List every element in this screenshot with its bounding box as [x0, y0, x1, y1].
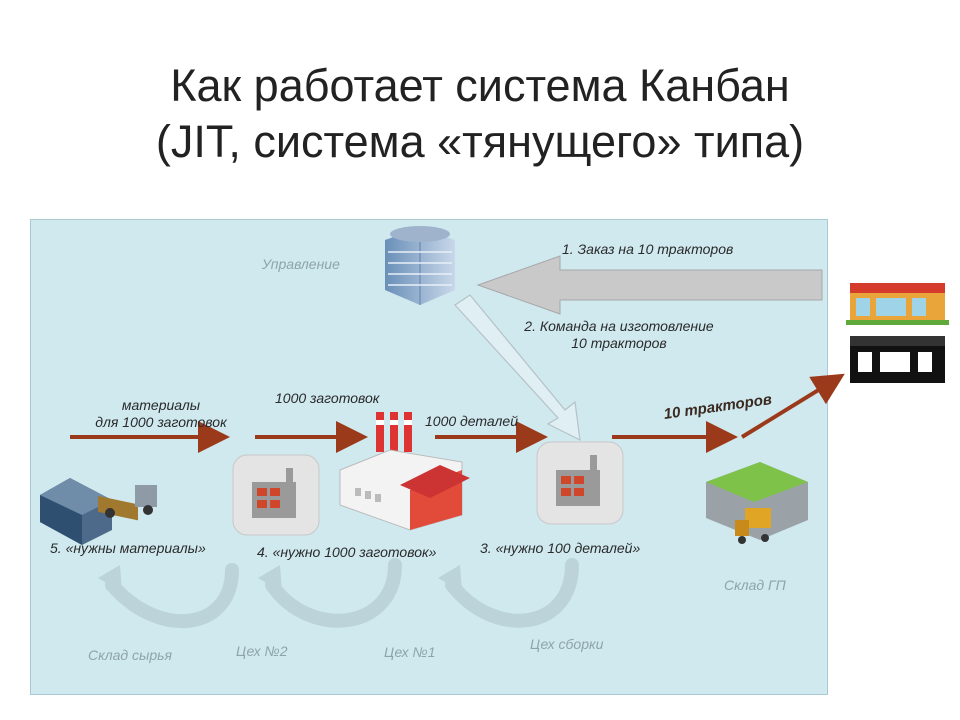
warehouse-forklift-icon: [706, 462, 808, 544]
shop2-label: Цех №2: [236, 643, 288, 659]
factory-small-icon-shop2: [232, 454, 320, 536]
order-label: 1. Заказ на 10 тракторов: [562, 241, 734, 257]
assembly-shop-label: Цех сборки: [530, 636, 604, 652]
raw-warehouse-label: Склад сырья: [88, 647, 172, 663]
warehouse-fg-label: Склад ГП: [724, 577, 786, 593]
materials-label-line2: для 1000 заготовок: [95, 414, 227, 430]
blanks-label: 1000 заготовок: [275, 390, 380, 406]
command-label-line2: 10 тракторов: [571, 335, 667, 351]
warehouse-truck-icon: [40, 478, 157, 545]
feedback-arrow-raw: [105, 563, 239, 629]
factory-large-icon: [339, 412, 470, 531]
command-label-line1: 2. Команда на изготовление: [524, 318, 714, 334]
need-materials-label: 5. «нужны материалы»: [50, 540, 206, 556]
command-label: 2. Команда на изготовление 10 тракторов: [508, 318, 730, 352]
factory-small-icon-assembly: [536, 441, 624, 525]
management-label: Управление: [262, 256, 340, 272]
materials-label: материалы для 1000 заготовок: [76, 397, 246, 431]
title-line-1: Как работает система Канбан: [170, 60, 790, 111]
feedback-arrowheads: [98, 565, 462, 592]
office-building-icon: [385, 226, 455, 305]
need-blanks-label: 4. «нужно 1000 заготовок»: [257, 544, 437, 560]
title-line-2: (JIT, система «тянущего» типа): [155, 116, 805, 167]
parts-label: 1000 деталей: [425, 413, 519, 429]
need-parts-label: 3. «нужно 100 деталей»: [480, 540, 641, 556]
feedback-arrow-shop1: [445, 558, 579, 628]
order-arrow: [476, 255, 823, 315]
materials-label-line1: материалы: [121, 397, 201, 413]
page-title: Как работает система Канбан (JIT, систем…: [0, 58, 960, 170]
feedback-arrows: [105, 558, 579, 629]
shop1-label: Цех №1: [384, 644, 436, 660]
supermarket-icon: [846, 283, 949, 383]
flow-arrows: [70, 373, 845, 453]
tractors-arrow-2: [740, 373, 845, 439]
command-arrow: [454, 294, 581, 442]
feedback-arrow-shop2: [265, 558, 402, 628]
